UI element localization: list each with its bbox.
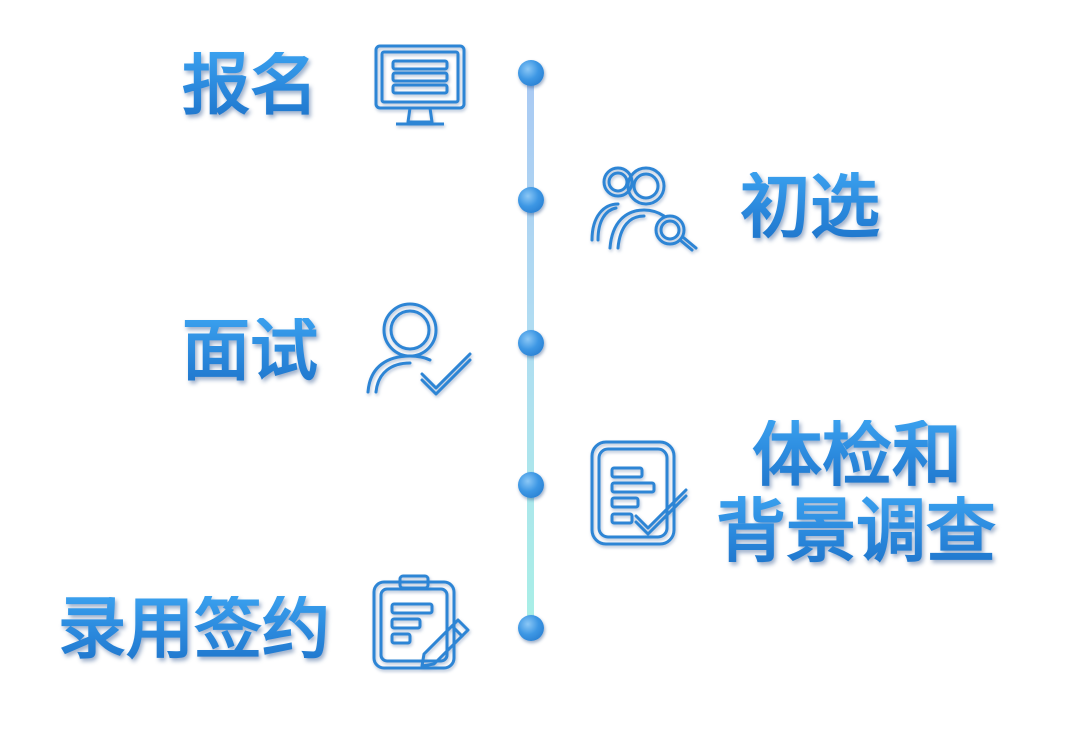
step-label-hiring-contract: 录用签约	[30, 596, 330, 664]
step-label-screening: 初选	[740, 172, 900, 242]
timeline-dot-3	[518, 330, 544, 356]
computer-monitor-icon	[374, 44, 466, 130]
step-label-medical-background-check-line1: 体检和	[752, 420, 982, 490]
step-label-interview: 面试	[168, 318, 318, 386]
user-check-icon	[366, 300, 476, 396]
timeline-dot-2	[518, 187, 544, 213]
timeline-dot-4	[518, 472, 544, 498]
timeline-dot-5	[518, 615, 544, 641]
timeline-dot-1	[518, 60, 544, 86]
step-label-medical-background-check-line2: 背景调查	[716, 496, 1016, 566]
clipboard-sign-icon	[372, 574, 472, 670]
document-check-icon	[590, 440, 690, 546]
users-search-icon	[588, 158, 700, 254]
step-label-registration: 报名	[168, 52, 318, 120]
